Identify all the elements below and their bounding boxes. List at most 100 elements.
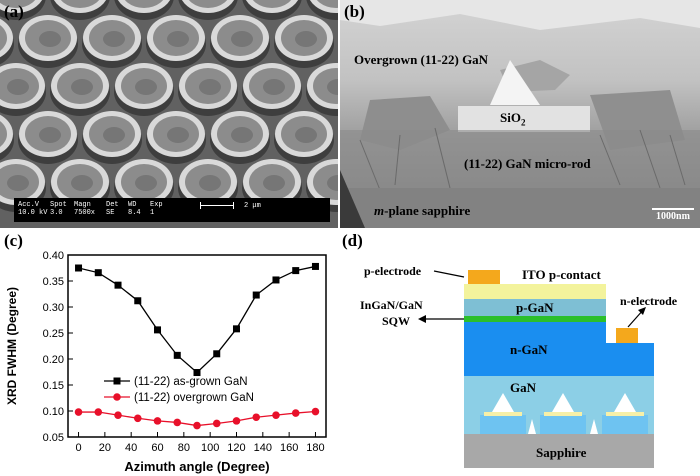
data-point (114, 411, 122, 419)
series-line-1 (78, 265, 316, 374)
p-gan-layer (464, 299, 606, 316)
sem-magn-value: 7500x (74, 209, 96, 217)
sem-exp-label: Exp (150, 201, 163, 209)
rod-core (39, 31, 61, 47)
y-tick-label: 0.15 (43, 380, 64, 392)
x-tick-label: 140 (254, 442, 272, 454)
data-point (232, 417, 241, 425)
x-tick-label: 80 (178, 442, 190, 454)
data-point (193, 369, 201, 377)
rod-core (7, 175, 29, 191)
n-electrode-label: n-electrode (620, 294, 678, 308)
plot-frame (67, 254, 327, 438)
n-electrode-arrowhead (638, 307, 646, 315)
rod-core (167, 31, 189, 47)
sapphire-layer (464, 434, 654, 468)
x-tick-label: 0 (75, 442, 81, 454)
rod-3 (602, 415, 648, 434)
p-gan-label: p-GaN (516, 300, 554, 315)
y-tick-label: 0.05 (43, 432, 64, 444)
data-point (311, 407, 320, 416)
rod-top (0, 0, 36, 8)
x-tick-label: 60 (151, 442, 163, 454)
sqw-layer (464, 316, 606, 322)
p-electrode-pad (468, 270, 500, 284)
data-point (212, 419, 221, 428)
sem-spot-label: Spot (50, 201, 67, 209)
y-tick-label: 0.10 (43, 406, 64, 418)
panel-label-c: (c) (4, 231, 23, 250)
ito-label: ITO p-contact (522, 267, 602, 282)
rod-top (124, 0, 164, 8)
data-point (134, 297, 142, 305)
rod-2-sio2 (544, 412, 582, 416)
rod-2 (540, 415, 586, 434)
rod-core (39, 127, 61, 143)
data-point (292, 267, 300, 275)
sqw-arrowhead (418, 315, 426, 323)
data-point (252, 413, 261, 422)
rod-core (199, 79, 221, 95)
p-electrode-arrow (433, 270, 465, 278)
x-axis-label: Azimuth angle (Degree) (124, 459, 269, 474)
rod-1-sio2 (484, 412, 522, 416)
sem-det-label: Det (106, 201, 119, 209)
ito-layer (464, 284, 606, 299)
sem-spot-value: 3.0 (50, 209, 63, 217)
data-point (94, 269, 102, 277)
rod-core (231, 31, 253, 47)
rod-top (252, 0, 292, 8)
cross-section-scale-bar: 1000nm (652, 208, 694, 222)
data-point (272, 411, 280, 419)
sem-acc-label: Acc.V (18, 201, 40, 209)
rod-3-sio2 (606, 412, 644, 416)
p-electrode-label: p-electrode (364, 264, 422, 278)
panel-label-b: (b) (344, 2, 365, 21)
rod-core (135, 175, 157, 191)
sapphire-label: m-plane sapphire (374, 203, 471, 218)
rod-1-facet (492, 393, 514, 412)
y-tick-label: 0.40 (43, 250, 64, 262)
gap-void-1 (528, 419, 536, 434)
cross-section-panel: (b) Overgrown (11-22) GaN SiO2 (11-22) G… (340, 0, 700, 228)
legend-marker (113, 377, 121, 385)
rod-top (313, 68, 338, 104)
data-point (173, 351, 181, 359)
data-point (74, 408, 83, 416)
rod-top (0, 121, 7, 147)
rod-core (7, 79, 29, 95)
sqw-label: SQW (382, 314, 410, 328)
rod-core (295, 127, 317, 143)
rod-core (327, 79, 338, 95)
rod-top (0, 25, 7, 51)
rod-core (231, 127, 253, 143)
data-point (311, 262, 319, 270)
panel-label-a: (a) (4, 2, 24, 21)
ingan-label: InGaN/GaN (360, 298, 423, 312)
rod-core (295, 31, 317, 47)
legend-label: (11-22) as-grown GaN (134, 376, 248, 388)
rod-1 (480, 415, 526, 434)
rod-2-facet (552, 393, 574, 412)
y-tick-label: 0.35 (43, 276, 64, 288)
x-tick-label: 120 (227, 442, 245, 454)
rod-core (71, 79, 93, 95)
rod-core (167, 127, 189, 143)
x-tick-label: 20 (99, 442, 111, 454)
data-point (252, 291, 260, 299)
microrod-label: (11-22) GaN micro-rod (464, 156, 591, 171)
micro-rod-array-image (0, 0, 338, 228)
data-point (193, 421, 201, 430)
data-point (173, 418, 182, 427)
data-point (75, 264, 83, 272)
x-tick-label: 100 (201, 442, 219, 454)
rod-top (313, 164, 338, 200)
overgrown-gan-label: Overgrown (11-22) GaN (354, 52, 489, 67)
data-point (232, 325, 240, 333)
n-gan-label: n-GaN (510, 342, 548, 357)
rod-core (199, 175, 221, 191)
